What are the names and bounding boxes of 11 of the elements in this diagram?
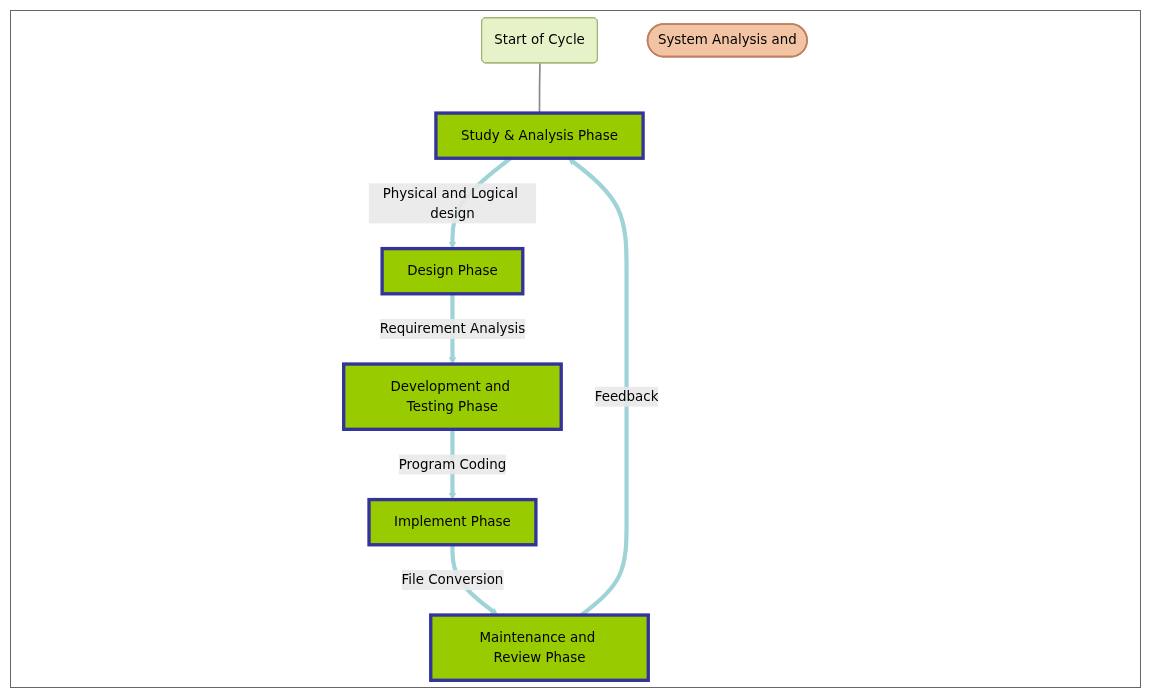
node-box: Maintenance and Review Phase <box>429 613 651 682</box>
node-box: Study & Analysis Phase <box>434 111 645 160</box>
edge-label: Program Coding <box>398 456 507 472</box>
node-box: Development and Testing Phase <box>342 362 563 431</box>
edge-label: Requirement Analysis <box>379 320 526 337</box>
node-box: Design Phase <box>380 246 525 296</box>
edge-label: Physical and Logical design <box>382 185 518 221</box>
node-box: Implement Phase <box>367 497 538 547</box>
edge-label: Feedback <box>594 388 659 405</box>
edge-label: File Conversion <box>401 571 504 588</box>
connector <box>538 62 541 114</box>
